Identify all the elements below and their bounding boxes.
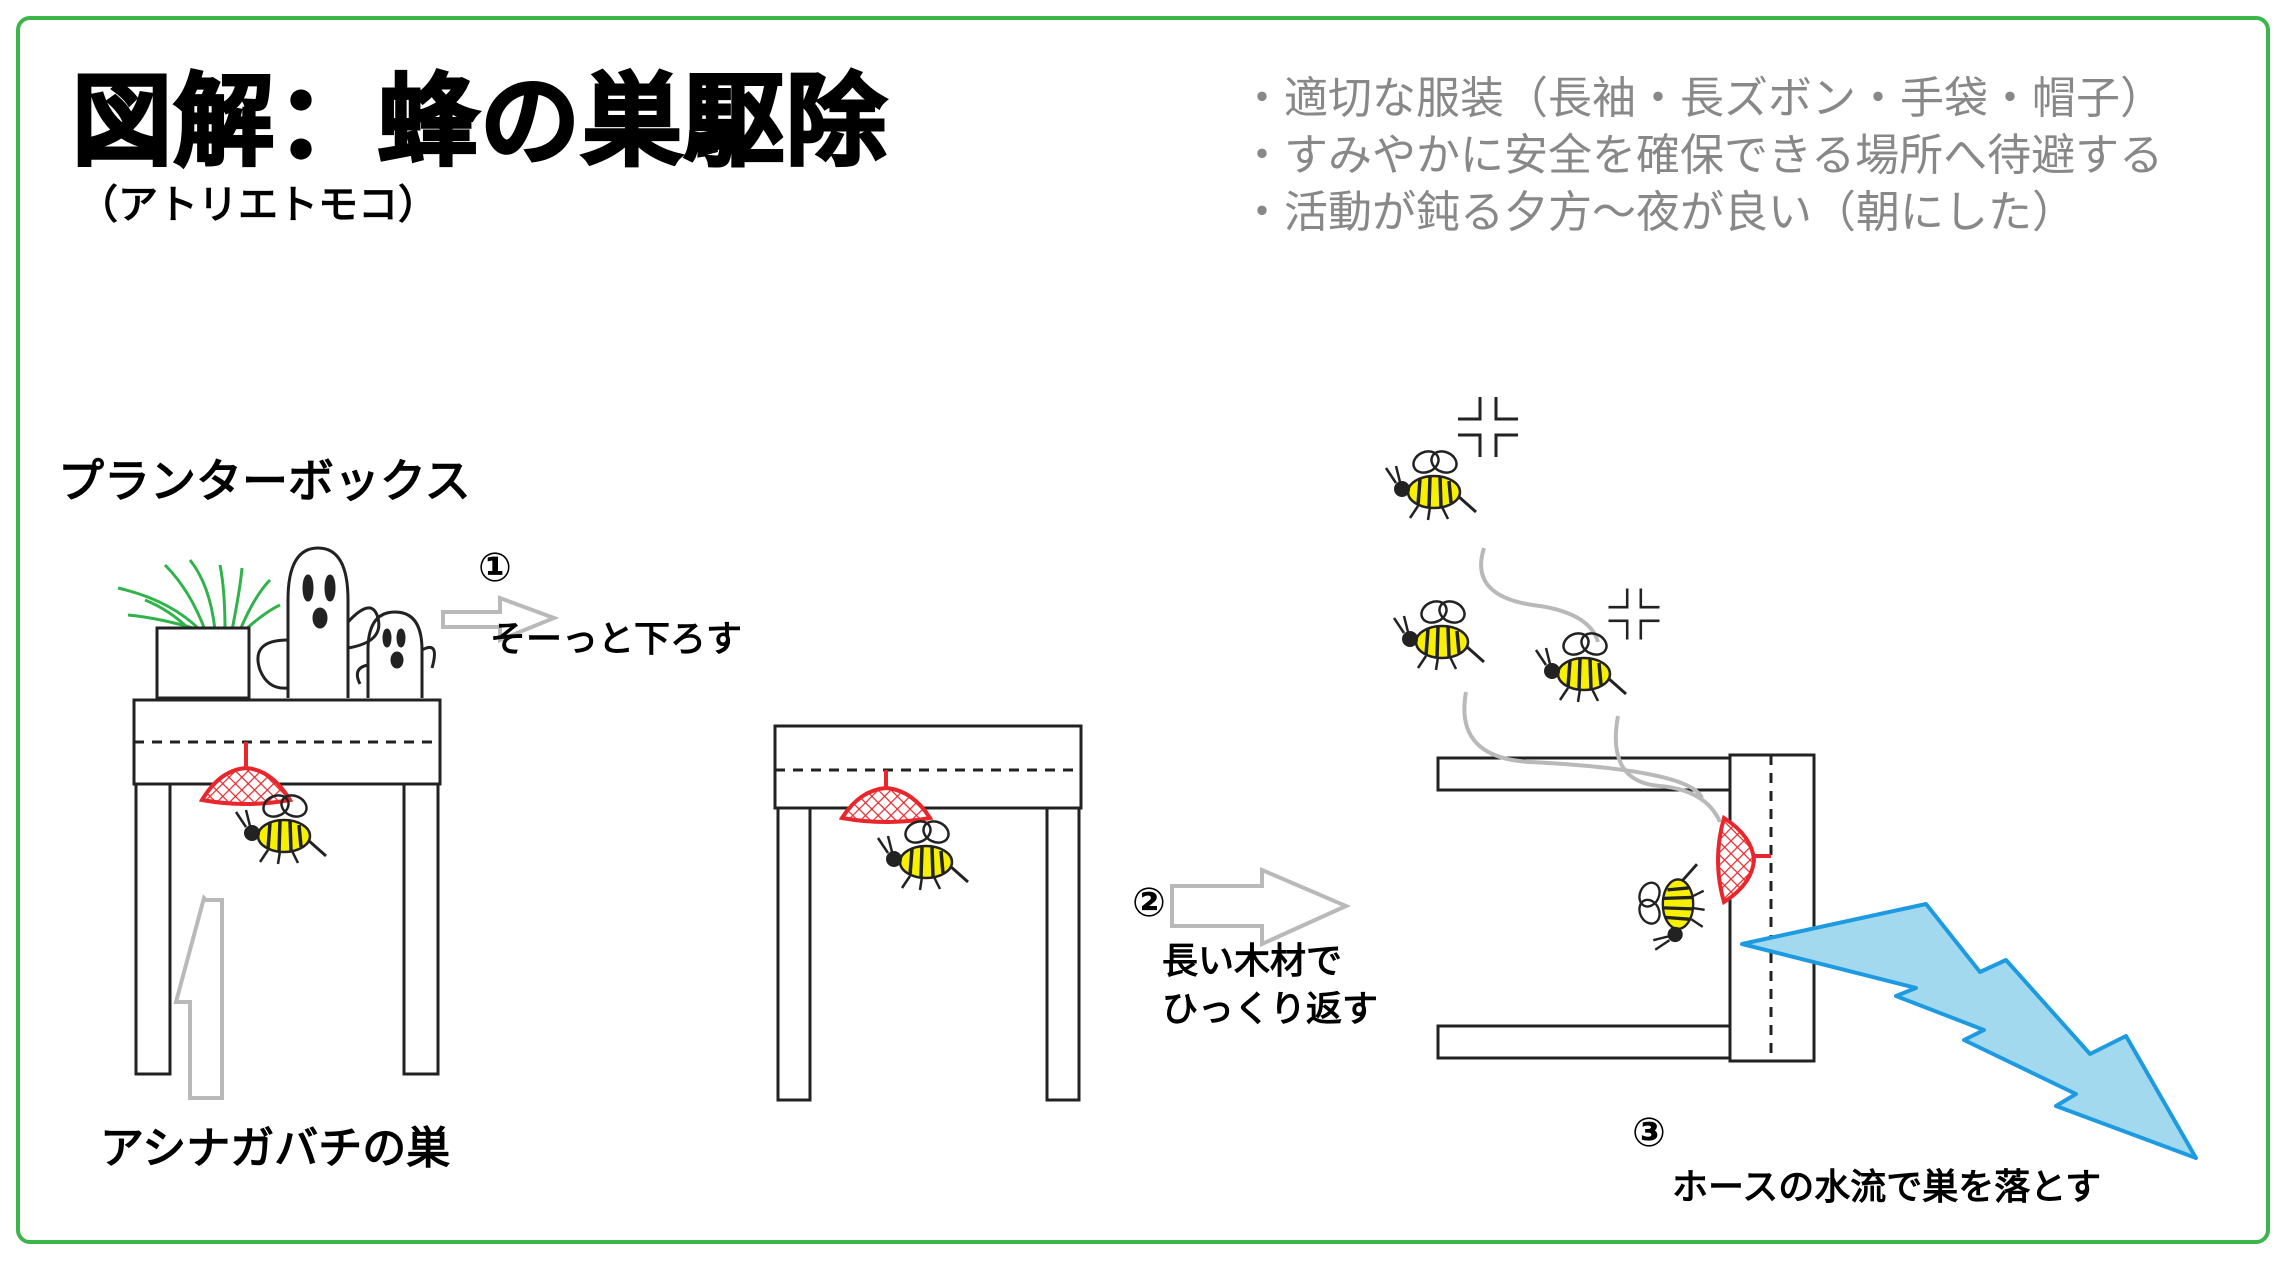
- wasp-nest-icon: [838, 770, 934, 824]
- step2-arrow-icon: [1170, 866, 1351, 948]
- wasp-icon: [876, 815, 970, 892]
- note-clothing: ・適切な服装（長袖・長ズボン・手袋・帽子）: [1240, 73, 2164, 124]
- note-timing: ・活動が鈍る夕方～夜が良い（朝にした）: [1240, 187, 2076, 238]
- step1-arrow-icon: [441, 595, 560, 643]
- step1-text: そーっと下ろす: [490, 619, 743, 660]
- anger-mark-icon: [1456, 395, 1520, 459]
- step2-number: ②: [1132, 880, 1166, 926]
- planter-box-label: プランターボックス: [58, 454, 471, 508]
- note-evacuate: ・すみやかに安全を確保できる場所へ待避する: [1240, 130, 2164, 181]
- wasp-icon: [1392, 595, 1486, 672]
- step3-number: ③: [1632, 1110, 1666, 1156]
- figurine-small-icon: [355, 610, 436, 698]
- flower-pot: [155, 626, 251, 700]
- wasp-nest-icon: [198, 742, 294, 806]
- box-leg-left: [134, 782, 172, 1076]
- step1-number: ①: [478, 545, 512, 591]
- step2-text-line2: ひっくり返す: [1162, 989, 1379, 1030]
- flight-path: [1613, 715, 1722, 823]
- planter-box-scene: [117, 546, 560, 1100]
- page-subtitle: （アトリエトモコ）: [78, 182, 438, 228]
- page-title: 図解：蜂の巣駆除: [71, 62, 888, 182]
- precaution-notes: ・適切な服装（長袖・長ズボン・手袋・帽子） ・すみやかに安全を確保できる場所へ待…: [1240, 70, 2164, 241]
- anger-mark-icon: [1607, 587, 1661, 641]
- step3-text: ホースの水流で巣を落とす: [1672, 1167, 2102, 1208]
- green-frame: [16, 16, 2270, 1244]
- up-arrow-icon: [173, 894, 224, 1100]
- lowered-box-scene: [773, 724, 1351, 1102]
- box-leg-right: [402, 782, 440, 1076]
- flipped-leg-bottom: [1436, 1024, 1732, 1060]
- flight-path: [1479, 547, 1600, 643]
- flipped-box-scene: [1384, 395, 2198, 1160]
- plant-icon: [117, 559, 281, 632]
- wasp-nest-label: アシナガバチの巣: [100, 1123, 451, 1174]
- step2-text-line1: 長い木材で: [1162, 941, 1343, 982]
- figurine-large-icon: [256, 546, 381, 698]
- water-stream-icon: [1740, 902, 2198, 1160]
- wasp-icon: [1534, 627, 1628, 704]
- flight-path: [1462, 691, 1704, 800]
- lowered-leg-right: [1045, 806, 1081, 1102]
- wasp-nest-icon: [1716, 814, 1771, 906]
- wasp-icon: [1634, 862, 1707, 952]
- lowered-leg-left: [776, 806, 812, 1102]
- wasp-icon: [1384, 445, 1478, 522]
- lowered-box-top: [773, 724, 1083, 810]
